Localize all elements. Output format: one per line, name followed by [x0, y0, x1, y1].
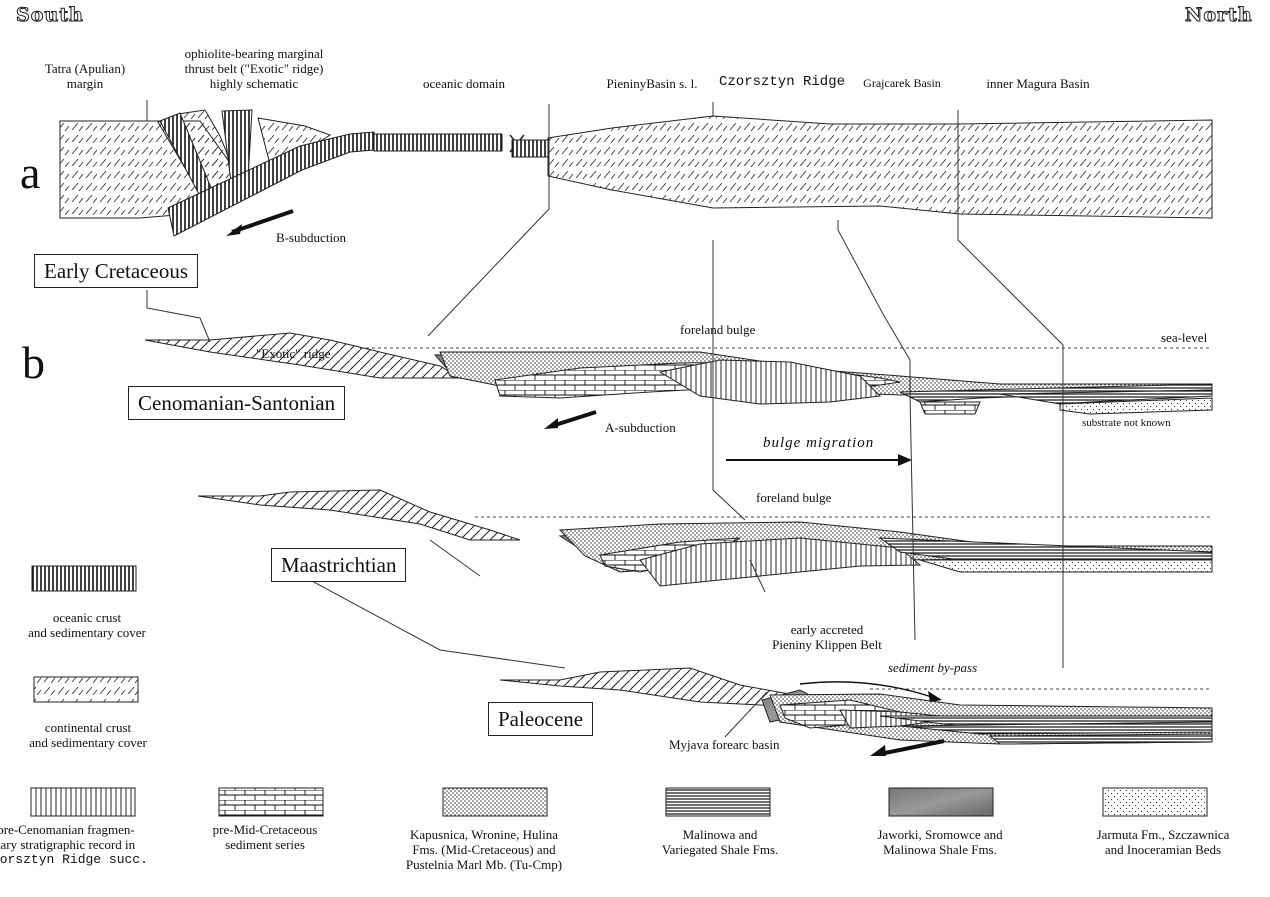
label-grajcarek-basin: Grajcarek Basin — [863, 76, 941, 91]
a-subduction-arrow — [552, 412, 596, 426]
legend-swatches — [31, 566, 1207, 816]
legend-swatch-sparse-dots — [1103, 788, 1207, 816]
legend-swatch-continental — [34, 677, 138, 702]
b-subduction-arrow — [232, 211, 293, 232]
legend-label-oceanic-crust: oceanic crust and sedimentary cover — [28, 610, 146, 640]
annotation-exotic-ridge: "Exotic" ridge — [256, 346, 331, 361]
label-pieniny-basin: PieninyBasin s. l. — [606, 76, 697, 91]
legend-swatch-vertical-lines — [31, 788, 135, 816]
annotation-bulge-migration: bulge migration — [763, 436, 874, 451]
legend-swatch-brick — [219, 788, 323, 816]
legend-label-continental-crust: continental crust and sedimentary cover — [29, 720, 147, 750]
paleocene-section — [500, 668, 1212, 756]
north-label: North — [1185, 8, 1253, 23]
stage-box-early-cretaceous: Early Cretaceous — [34, 254, 198, 288]
label-czorsztyn-ridge: Czorsztyn Ridge — [719, 75, 845, 90]
legend-swatch-oceanic — [32, 566, 136, 591]
pieniny-magura-continental-crust — [548, 116, 1212, 218]
label-inner-magura-basin: inner Magura Basin — [986, 76, 1089, 91]
label-oceanic-domain: oceanic domain — [423, 76, 505, 91]
annotation-a-subduction: A-subduction — [605, 420, 676, 435]
south-label: South — [16, 8, 84, 23]
annotation-sediment-bypass: sediment by-pass — [888, 660, 977, 675]
annotation-early-accreted-pkb: early accreted Pieniny Klippen Belt — [772, 622, 882, 652]
oceanic-crust-segment — [374, 134, 502, 151]
paleocene-subduction-arrow — [880, 741, 944, 754]
legend-label-malinowa-variegated: Malinowa and Variegated Shale Fms. — [662, 827, 779, 857]
legend-label-jaworki: Jaworki, Sromowce and Malinowa Shale Fms… — [877, 827, 1002, 857]
legend-swatch-horizontal-lines — [666, 788, 770, 816]
label-tatra-margin: Tatra (Apulian) margin — [45, 61, 125, 91]
legend-label-jarmuta: Jarmuta Fm., Szczawnica and Inoceramian … — [1097, 827, 1230, 857]
legend-swatch-grey — [889, 788, 993, 816]
annotation-foreland-bulge-cenomanian: foreland bulge — [680, 322, 755, 337]
panel-letter-a: a — [20, 150, 40, 196]
stage-box-cenomanian-santonian: Cenomanian-Santonian — [128, 386, 345, 420]
legend-swatch-dense-dots — [443, 788, 547, 816]
annotation-myjava-forearc: Myjava forearc basin — [669, 737, 779, 752]
legend-item-pre-cenomanian: pre-Cenomanian fragmen- tary stratigraph… — [0, 822, 148, 867]
panel-letter-b: b — [22, 340, 45, 386]
legend-label-pre-cenomanian: pre-Cenomanian fragmen- tary stratigraph… — [0, 822, 148, 852]
annotation-b-subduction: B-subduction — [276, 230, 346, 245]
stage-box-maastrichtian: Maastrichtian — [271, 548, 406, 582]
label-ophiolite-belt: ophiolite-bearing marginal thrust belt (… — [185, 46, 324, 91]
stage-box-paleocene: Paleocene — [488, 702, 593, 736]
annotation-foreland-bulge-maastrichtian: foreland bulge — [756, 490, 831, 505]
legend-label-czorsztyn-succ: Czorsztyn Ridge succ. — [0, 852, 148, 867]
annotation-substrate-not-known: substrate not known — [1082, 416, 1171, 431]
annotation-sea-level: sea-level — [1161, 330, 1207, 345]
legend-label-pre-mid-cretaceous: pre-Mid-Cretaceous sediment series — [213, 822, 318, 852]
legend-label-kapusnica: Kapusnica, Wronine, Hulina Fms. (Mid-Cre… — [406, 827, 562, 872]
